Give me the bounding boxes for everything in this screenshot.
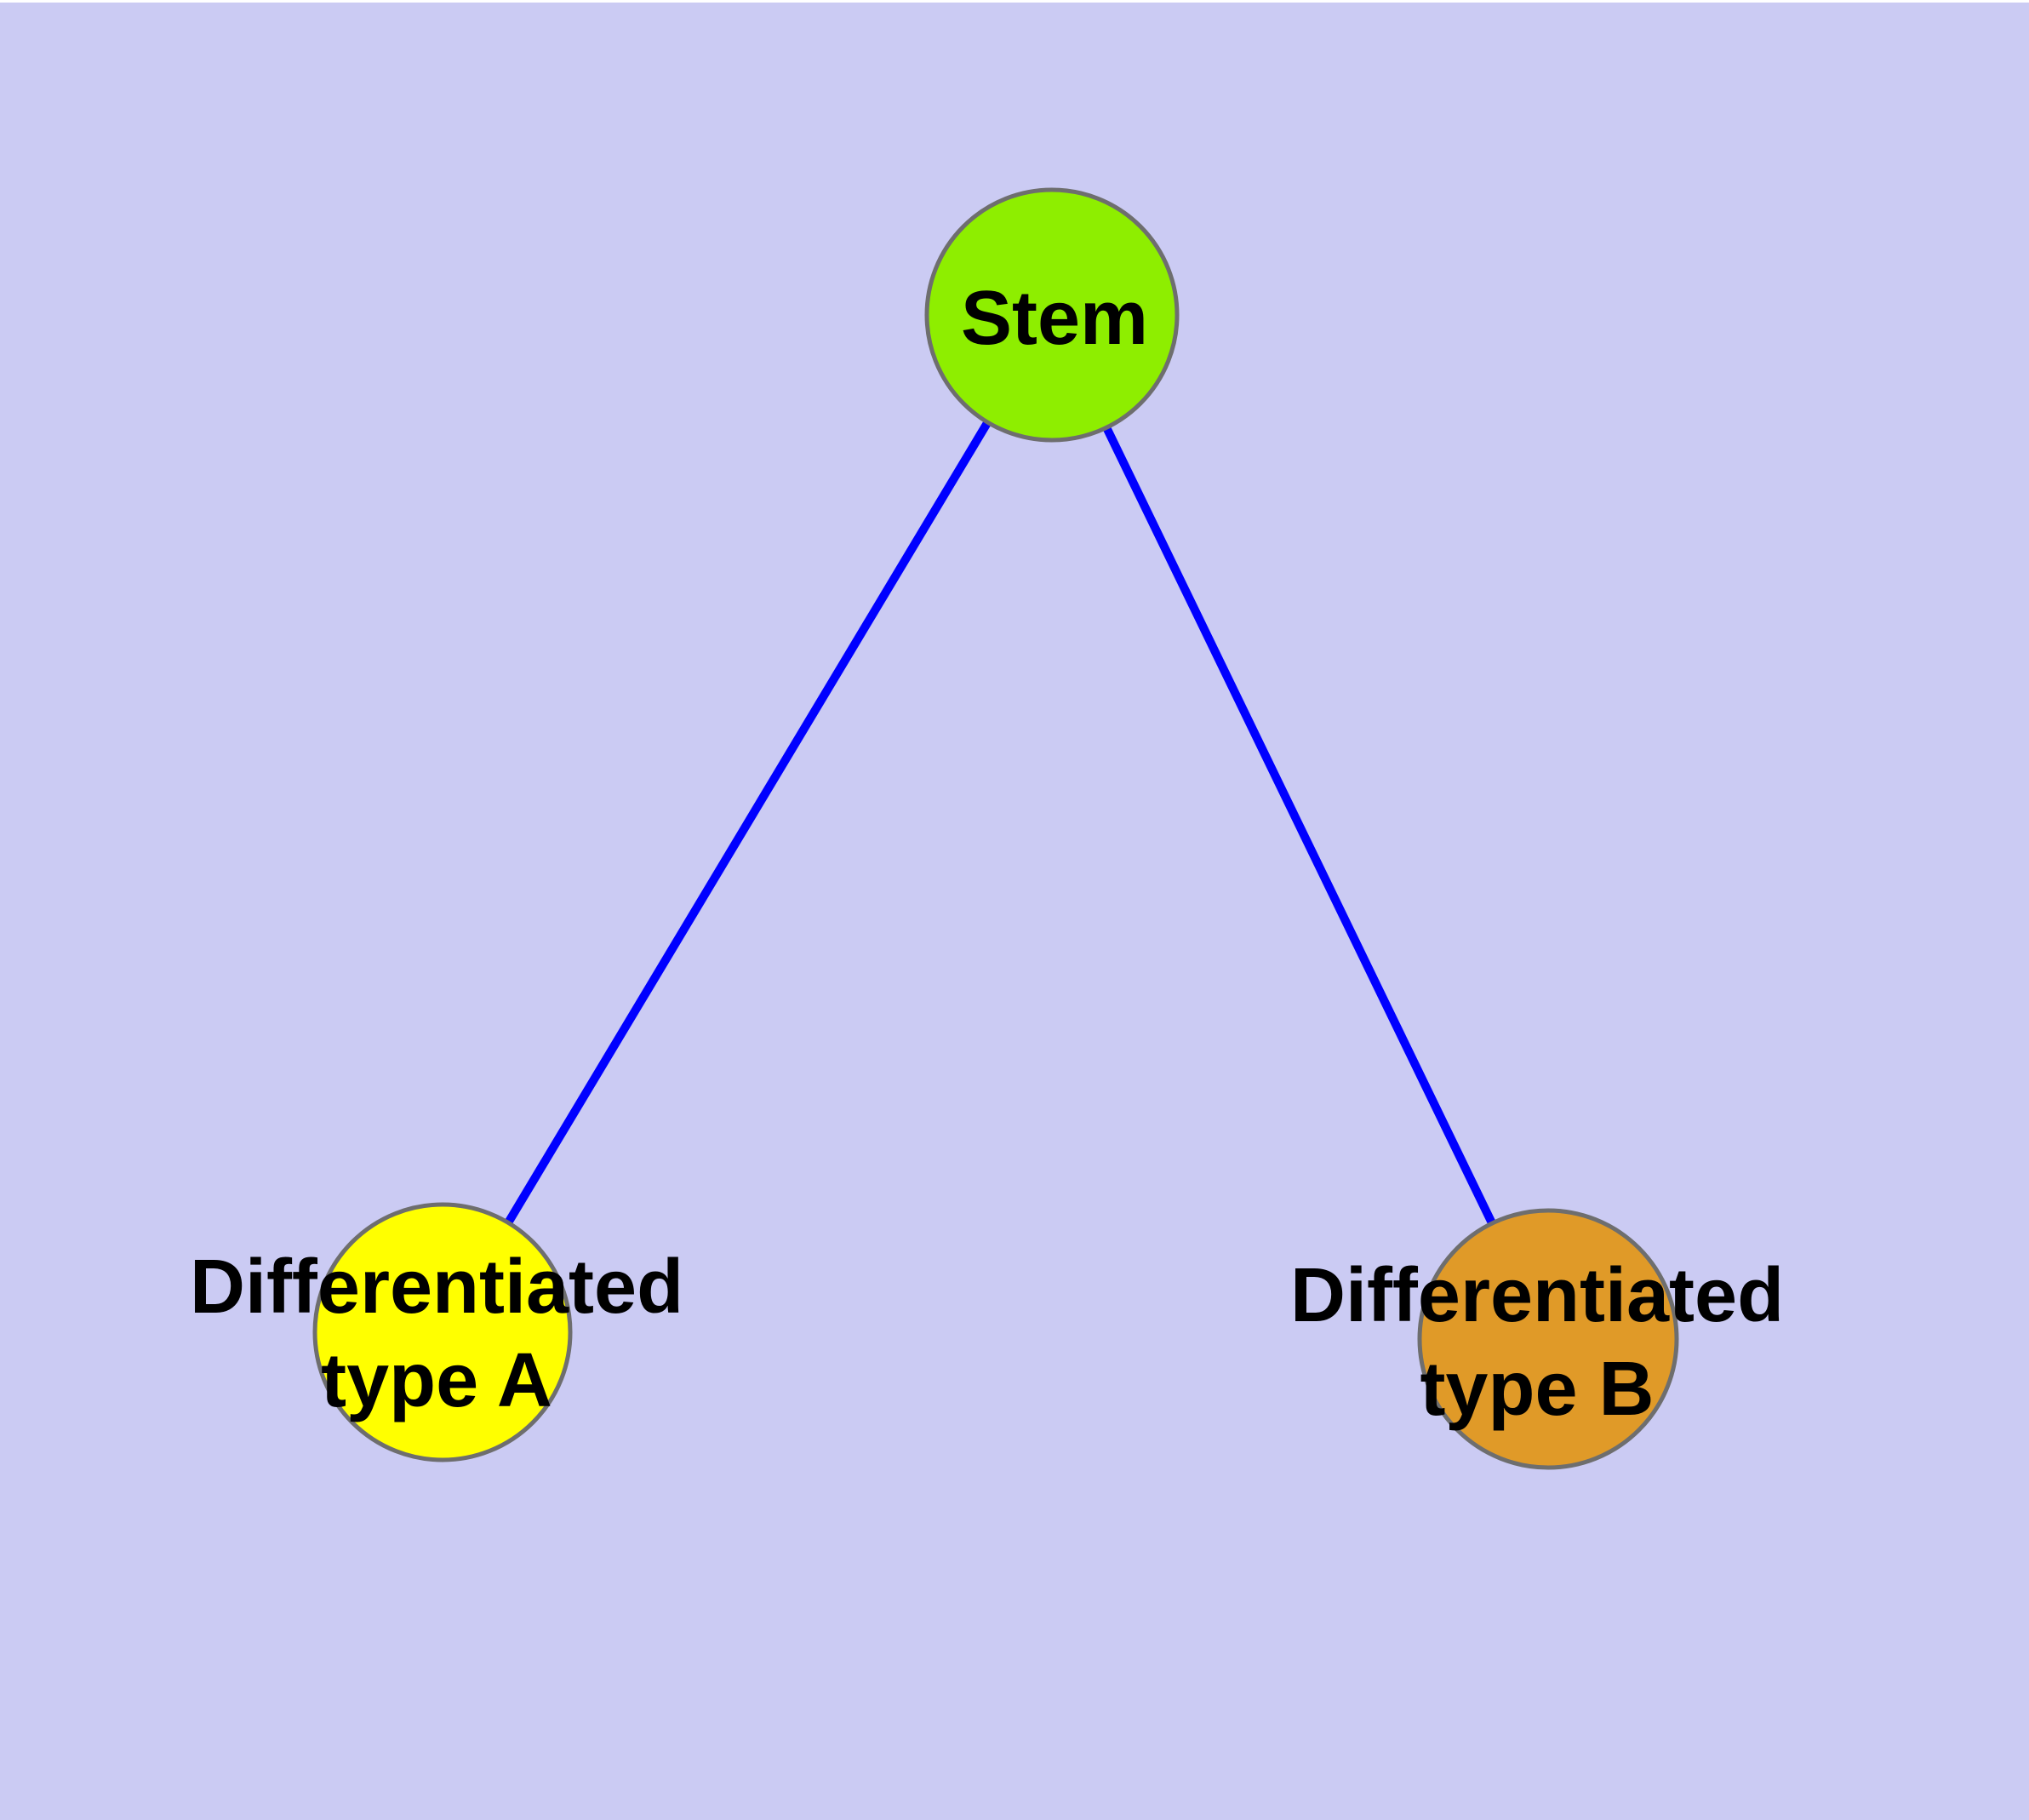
node-type-b-label: Differentiated type B: [1289, 1253, 1785, 1432]
edge-stem-to-type-a: [438, 312, 1056, 1335]
node-type-a-circle: [312, 1202, 573, 1462]
node-stem-label: Stem: [960, 276, 1149, 361]
node-stem-circle: [924, 187, 1180, 443]
edge-stem-to-type-b: [1048, 312, 1552, 1342]
node-type-b-circle: [1417, 1208, 1679, 1470]
node-type-a-label: Differentiated type A: [189, 1245, 684, 1423]
